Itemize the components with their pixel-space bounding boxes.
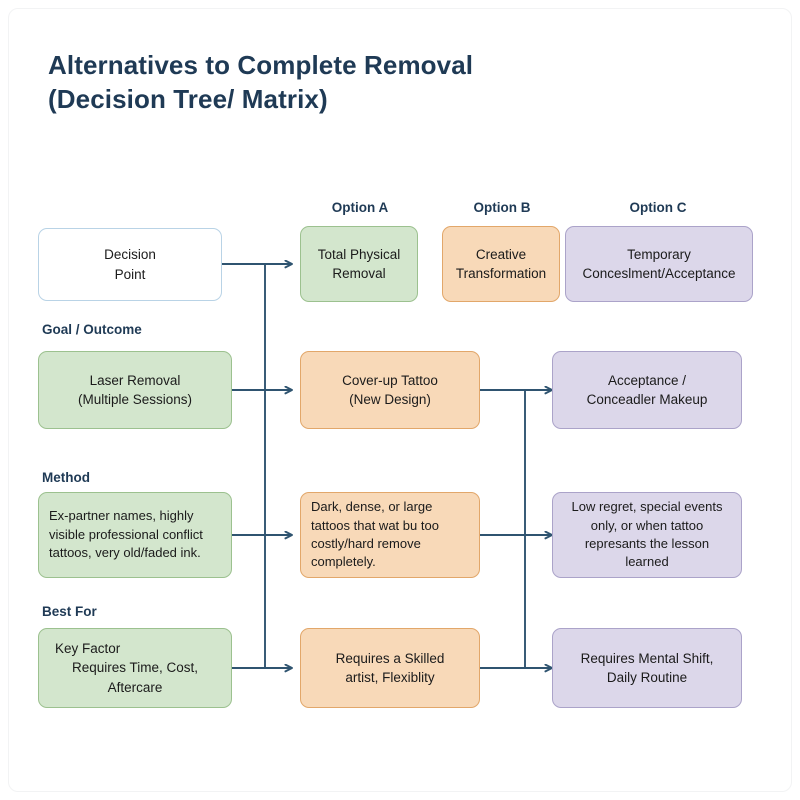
node-requires-mental-shift[interactable]: Requires Mental Shift, Daily Routine [552, 628, 742, 708]
node-row3-c-text: Low regret, special events only, or when… [571, 499, 723, 570]
column-header-option-a: Option A [331, 200, 389, 215]
node-row1-b-line-2: Transformation [455, 266, 547, 281]
node-requires-skilled-artist[interactable]: Requires a Skilled artist, Flexiblity [300, 628, 480, 708]
node-total-physical-removal[interactable]: Total Physical Removal [300, 226, 418, 302]
node-row1-b-line-1: Creative [475, 246, 527, 262]
node-row3-b-text: Dark, dense, or large tattoos that wat b… [311, 499, 439, 570]
node-row1-c-line-2: Conceslment/Acceptance [582, 266, 736, 281]
node-row2-c-line-1: Acceptance / [607, 372, 687, 388]
node-temporary-concealment-acceptance[interactable]: Temporary Conceslment/Acceptance [565, 226, 753, 302]
node-row1-a-line-2: Removal [332, 266, 386, 281]
node-row4-a-line-1: Key Factor [55, 641, 121, 657]
node-row2-b-line-1: Cover-up Tattoo [342, 372, 438, 388]
node-key-factor-requires[interactable]: Key Factor Requires Time, Cost, Aftercar… [38, 628, 232, 708]
node-creative-transformation[interactable]: Creative Transformation [442, 226, 560, 302]
page-title-line-2: (Decision Tree/ Matrix) [48, 84, 328, 115]
node-row2-a-line-1: Laser Removal [89, 372, 181, 388]
column-header-option-c: Option C [629, 200, 687, 215]
node-decision-point[interactable]: Decision Point [38, 228, 222, 301]
node-laser-removal[interactable]: Laser Removal (Multiple Sessions) [38, 351, 232, 429]
page-title: Alternatives to Complete Removal (Decisi… [48, 48, 668, 117]
column-header-option-b: Option B [473, 200, 531, 215]
node-row3-a-text: Ex-partner names, highly visible profess… [49, 508, 203, 561]
row-label-goal-outcome: Goal / Outcome [42, 322, 142, 337]
node-row2-b-line-2: (New Design) [349, 392, 431, 407]
node-decision-point-line-1: Decision [104, 247, 156, 263]
node-row1-a-line-1: Total Physical [317, 246, 401, 262]
page-title-line-1: Alternatives to Complete Removal [48, 50, 474, 80]
node-row4-a-line-2: Requires Time, Cost, Aftercare [71, 660, 199, 695]
node-method-best-for-acceptance[interactable]: Low regret, special events only, or when… [552, 492, 742, 578]
row-label-best-for: Best For [42, 604, 97, 619]
node-method-best-for-coverup[interactable]: Dark, dense, or large tattoos that wat b… [300, 492, 480, 578]
row-label-method: Method [42, 470, 90, 485]
node-row4-c-line-1: Requires Mental Shift, [580, 650, 714, 666]
node-acceptance-concealer-makeup[interactable]: Acceptance / Conceadler Makeup [552, 351, 742, 429]
node-row2-c-line-2: Conceadler Makeup [586, 392, 708, 407]
node-row4-c-line-2: Daily Routine [606, 670, 688, 685]
node-row2-a-line-2: (Multiple Sessions) [77, 392, 193, 407]
node-decision-point-line-2: Point [114, 266, 146, 282]
node-row1-c-line-1: Temporary [627, 246, 691, 262]
node-method-best-for-laser[interactable]: Ex-partner names, highly visible profess… [38, 492, 232, 578]
node-row4-b-line-2: artist, Flexiblity [345, 670, 435, 685]
node-row4-b-line-1: Requires a Skilled [335, 650, 445, 666]
node-cover-up-tattoo[interactable]: Cover-up Tattoo (New Design) [300, 351, 480, 429]
